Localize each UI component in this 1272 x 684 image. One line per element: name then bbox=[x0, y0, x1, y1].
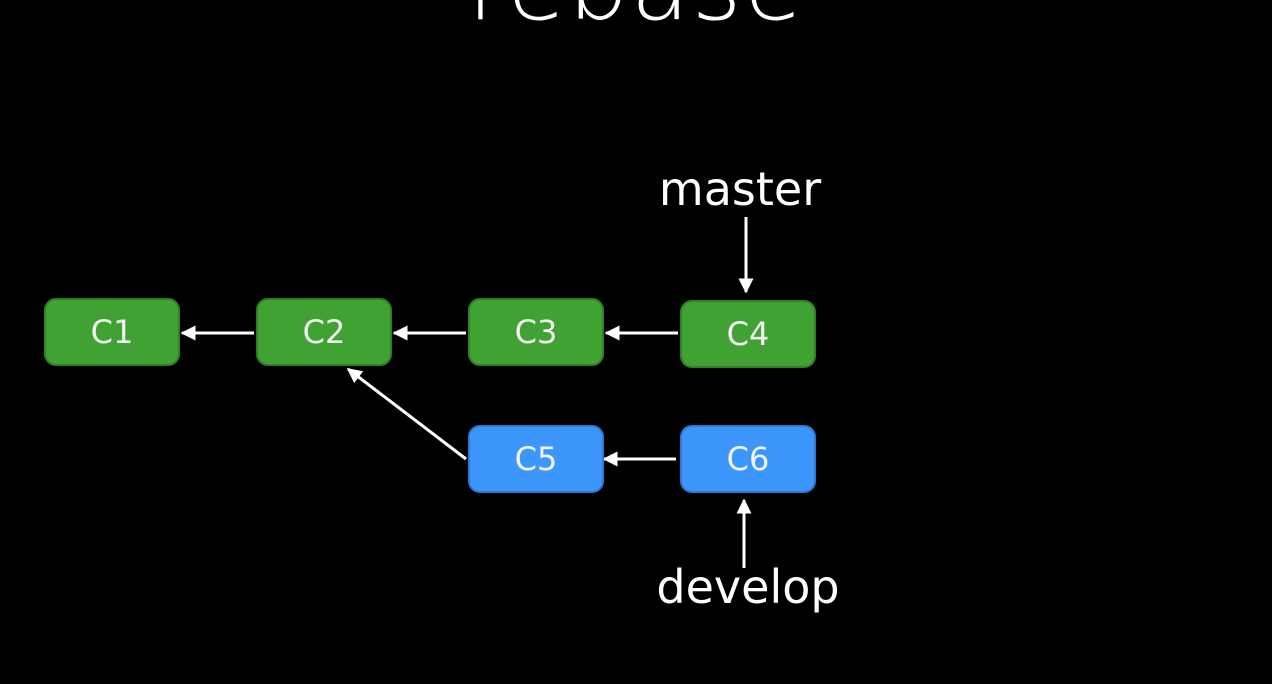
commit-c5-label: C5 bbox=[514, 440, 558, 478]
commit-c3-label: C3 bbox=[514, 313, 558, 351]
commit-c3[interactable]: C3 bbox=[468, 298, 604, 366]
commit-c2[interactable]: C2 bbox=[256, 298, 392, 366]
commit-c1[interactable]: C1 bbox=[44, 298, 180, 366]
commit-c4[interactable]: C4 bbox=[680, 300, 816, 368]
commit-c6-label: C6 bbox=[726, 440, 770, 478]
branch-label-develop: develop bbox=[656, 560, 840, 614]
arrow-c5-to-c2 bbox=[346, 367, 467, 461]
commit-c1-label: C1 bbox=[90, 313, 134, 351]
commit-c6[interactable]: C6 bbox=[680, 425, 816, 493]
branch-label-master: master bbox=[658, 162, 822, 216]
slide-title: rebase bbox=[0, 0, 1272, 34]
commit-c5[interactable]: C5 bbox=[468, 425, 604, 493]
commit-c2-label: C2 bbox=[302, 313, 346, 351]
commit-c4-label: C4 bbox=[726, 315, 770, 353]
